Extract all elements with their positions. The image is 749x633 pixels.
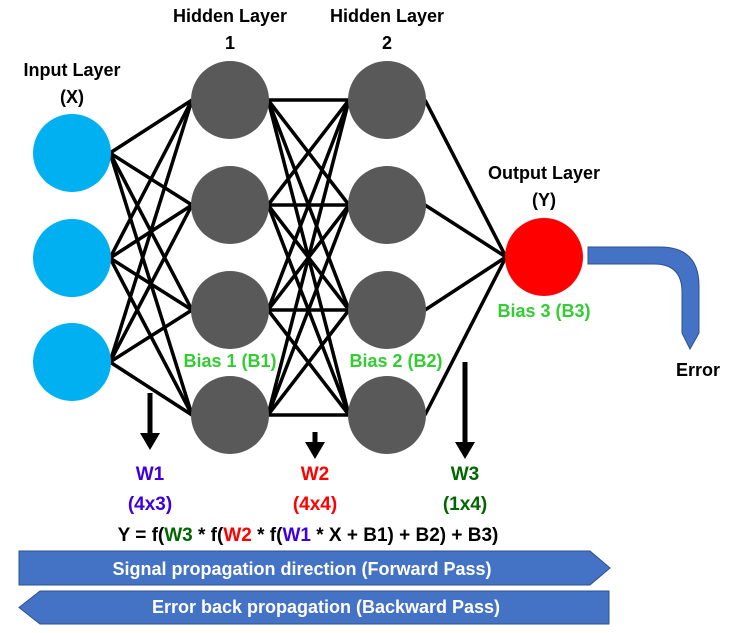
w2-down-arrow-icon: [305, 432, 325, 459]
connection-input-3-to-hidden1-3: [109, 308, 193, 364]
forward-pass-label: Signal propagation direction (Forward Pa…: [112, 559, 491, 579]
connection-hidden1-4-to-hidden2-1: [266, 99, 351, 416]
connection-input-3-to-hidden1-2: [108, 204, 194, 363]
hidden-layer-2-title: Hidden Layer: [330, 6, 444, 26]
hidden-layer-1-title: Hidden Layer: [173, 6, 287, 26]
output-neuron-1: [505, 218, 583, 296]
output-layer-symbol: (Y): [532, 190, 556, 210]
bias-2-label: Bias 2 (B2): [349, 351, 442, 371]
connection-hidden1-4-to-hidden2-2: [266, 204, 351, 416]
w1-down-arrow-icon: [140, 393, 160, 450]
input-layer-symbol: (X): [60, 87, 84, 107]
input-neuron-2: [33, 219, 111, 297]
backward-pass-label: Error back propagation (Backward Pass): [152, 597, 500, 617]
connection-hidden2-2-to-output-1: [424, 203, 507, 259]
neurons: [33, 61, 583, 454]
error-bent-arrow-icon: [587, 246, 700, 351]
connection-input-3-to-hidden1-4: [109, 360, 193, 417]
connection-hidden2-3-to-output-1: [424, 255, 507, 312]
w1-shape: (4x3): [128, 494, 172, 515]
w2-shape: (4x4): [293, 494, 337, 515]
error-label: Error: [676, 360, 720, 380]
connection-hidden2-4-to-output-1: [423, 256, 508, 416]
hidden1-neuron-2: [191, 166, 269, 244]
input-neuron-1: [33, 114, 111, 192]
connection-input-2-to-hidden1-1: [108, 99, 194, 259]
bias-3-label: Bias 3 (B3): [497, 301, 590, 321]
connection-input-1-to-hidden1-1: [109, 98, 193, 155]
connections: [108, 98, 508, 417]
forward-equation: Y = f(W3 * f(W2 * f(W1 * X + B1) + B2) +…: [118, 525, 499, 546]
hidden2-neuron-1: [348, 61, 426, 139]
w1-label: W1: [136, 464, 165, 485]
input-neuron-3: [33, 323, 111, 401]
bias-1-label: Bias 1 (B1): [183, 351, 276, 371]
w3-down-arrow-icon: [455, 362, 475, 459]
connection-hidden1-4-to-hidden2-3: [266, 308, 351, 417]
hidden2-neuron-3: [348, 271, 426, 349]
connection-hidden2-1-to-output-1: [423, 99, 508, 258]
w3-label: W3: [451, 464, 480, 485]
hidden1-neuron-4: [191, 376, 269, 454]
backward-pass-arrow: [18, 590, 610, 625]
forward-pass-arrow: [18, 550, 611, 586]
hidden1-neuron-1: [191, 61, 269, 139]
w3-shape: (1x4): [443, 494, 487, 515]
w2-label: W2: [301, 464, 330, 485]
input-layer-title: Input Layer: [23, 60, 120, 80]
connection-hidden1-2-to-hidden2-1: [266, 98, 351, 207]
connection-hidden1-3-to-hidden2-1: [266, 99, 351, 311]
hidden2-neuron-4: [348, 376, 426, 454]
hidden2-neuron-2: [348, 166, 426, 244]
hidden-layer-1-number: 1: [225, 33, 235, 53]
connection-input-3-to-hidden1-1: [108, 99, 194, 363]
hidden-layer-2-number: 2: [382, 33, 392, 53]
weight-arrows: [140, 362, 475, 459]
output-layer-title: Output Layer: [488, 163, 600, 183]
hidden1-neuron-3: [191, 271, 269, 349]
